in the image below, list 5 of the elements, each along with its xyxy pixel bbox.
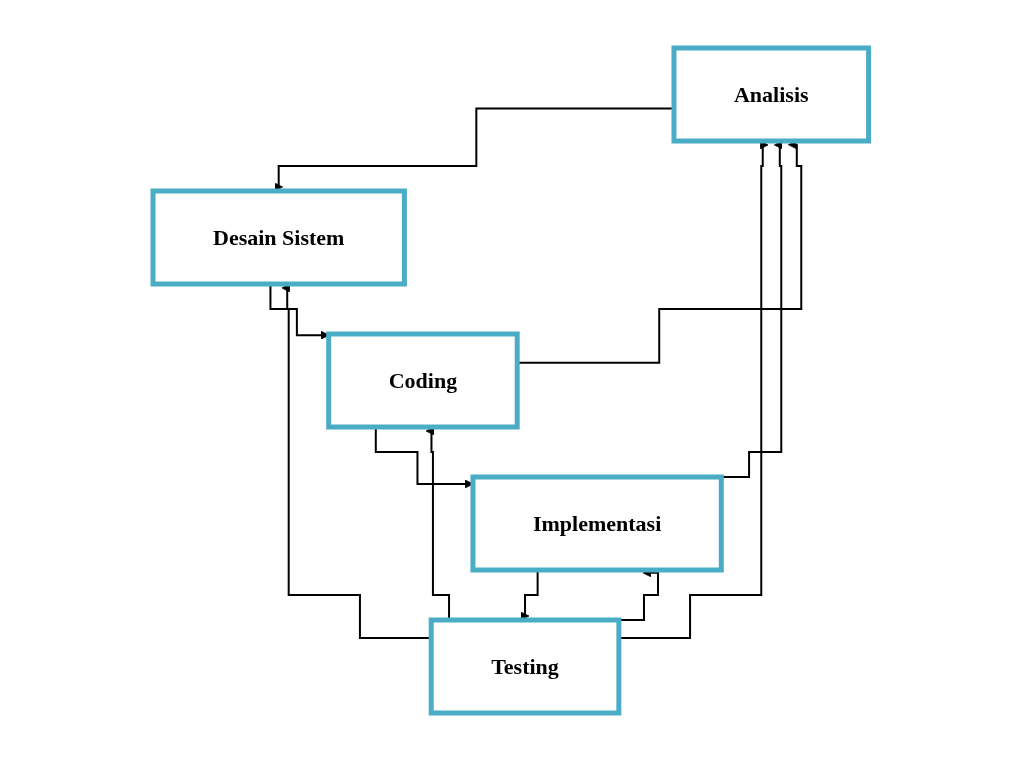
node-box: Analisis — [671, 45, 871, 143]
node-box: Implementasi — [470, 474, 724, 572]
node-box: Coding — [325, 331, 520, 429]
node-box: Testing — [428, 617, 622, 715]
node-box: Desain Sistem — [150, 188, 407, 286]
